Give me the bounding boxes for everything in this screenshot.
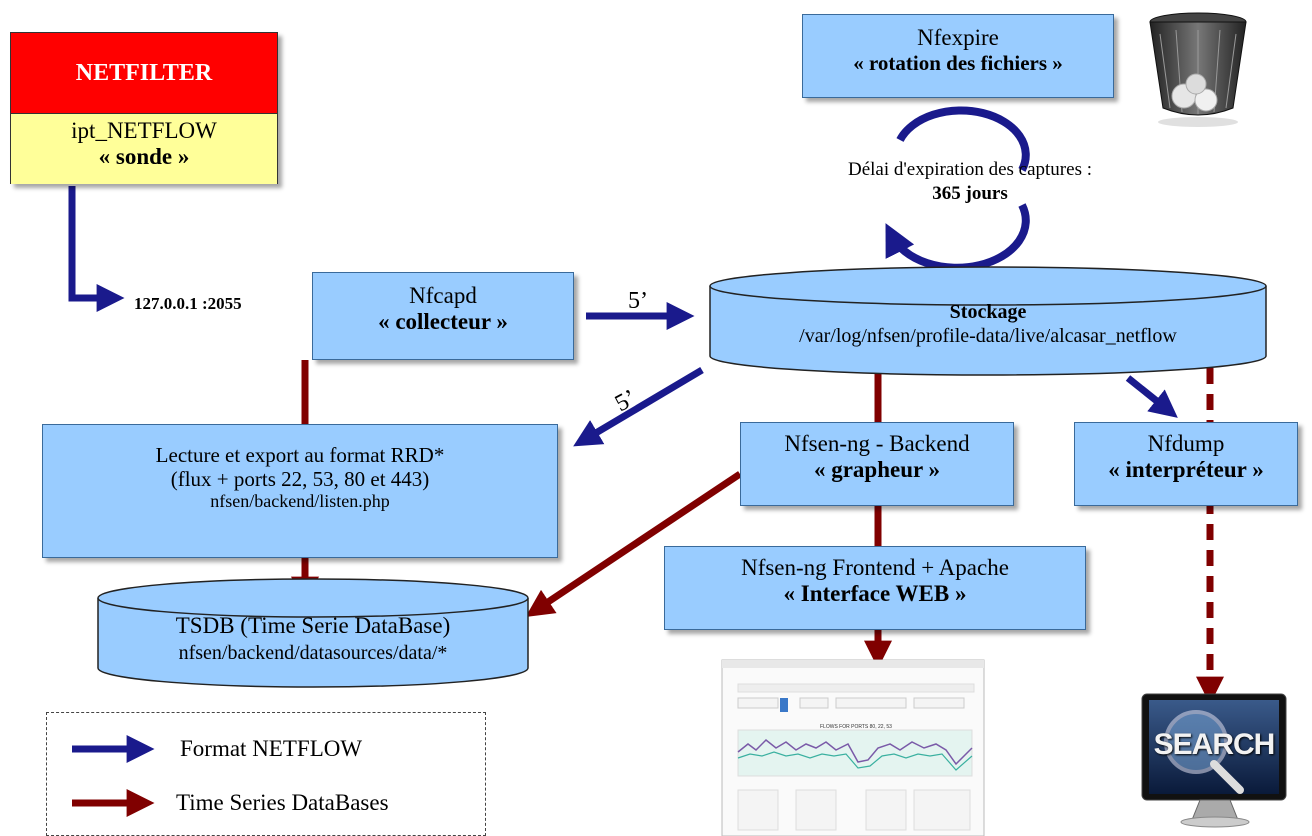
netfilter-box: NETFILTER ipt_NETFLOW « sonde » [10,32,278,184]
tsdb-cylinder [97,578,529,688]
arrow-stockage-to-nfdump [1125,375,1178,418]
arrow-sonde-to-port [68,186,125,312]
nfcapd-role: « collecteur » [378,309,508,335]
rrd-line1: Lecture et export au format RRD* [155,443,445,467]
cycle-arrow-bottom [885,203,1030,272]
nfcapd-name: Nfcapd [409,283,477,308]
arrow-backend-to-tsdb [525,471,742,617]
expiration-label: Délai d'expiration des captures : [847,159,1092,180]
nfexpire-box: Nfexpire « rotation des fichiers » [802,14,1114,98]
frontend-box: Nfsen-ng Frontend + Apache « Interface W… [664,546,1086,630]
rrd-path: nfsen/backend/listen.php [210,491,390,512]
web-interface-screenshot [721,659,985,836]
tsdb-path: nfsen/backend/datasources/data/* [178,641,448,664]
backend-role: « grapheur » [813,457,941,483]
stockage-title: Stockage [949,301,1027,323]
tsdb-title: TSDB (Time Serie DataBase) [175,613,451,638]
nfdump-name: Nfdump [1147,431,1225,456]
cycle-arrow-top [896,106,1030,172]
backend-name: Nfsen-ng - Backend [784,431,970,456]
arrow-stockage-to-rrd [573,366,704,447]
search-monitor-icon [1141,693,1287,828]
stockage-label: Stockage /var/log/nfsen/profile-data/liv… [710,300,1266,348]
tsdb-label: TSDB (Time Serie DataBase) nfsen/backend… [98,612,528,666]
frontend-name: Nfsen-ng Frontend + Apache [741,555,1009,580]
nfexpire-name: Nfexpire [917,25,999,50]
netfilter-title: NETFILTER [11,33,277,114]
netfilter-role: « sonde » [98,144,190,169]
legend-box [46,712,486,836]
netfilter-module: ipt_NETFLOW [71,118,217,143]
interval-label-1: 5’ [628,288,648,314]
nfcapd-box: Nfcapd « collecteur » [312,272,574,360]
frontend-role: « Interface WEB » [783,581,967,607]
screenshot-caption: FLOWS FOR PORTS 80, 22, 53 [820,724,892,730]
expiration-note: Délai d'expiration des captures : 365 jo… [784,158,1156,206]
legend-tsdb-label: Time Series DataBases [176,790,389,815]
expiration-value: 365 jours [932,182,1008,204]
legend-netflow-label: Format NETFLOW [180,736,363,761]
stockage-path: /var/log/nfsen/profile-data/live/alcasar… [799,325,1177,347]
listen-address: 127.0.0.1 :2055 [134,294,242,313]
stockage-cylinder [709,266,1267,376]
nfdump-role: « interpréteur » [1108,457,1264,483]
nfdump-box: Nfdump « interpréteur » [1074,422,1298,506]
backend-box: Nfsen-ng - Backend « grapheur » [740,422,1014,506]
rrd-export-box: Lecture et export au format RRD* (flux +… [42,424,558,558]
nfexpire-role: « rotation des fichiers » [853,51,1063,76]
rrd-line2: (flux + ports 22, 53, 80 et 443) [170,467,430,492]
search-text: SEARCH [1153,728,1276,761]
trash-bin-icon [1149,12,1247,127]
